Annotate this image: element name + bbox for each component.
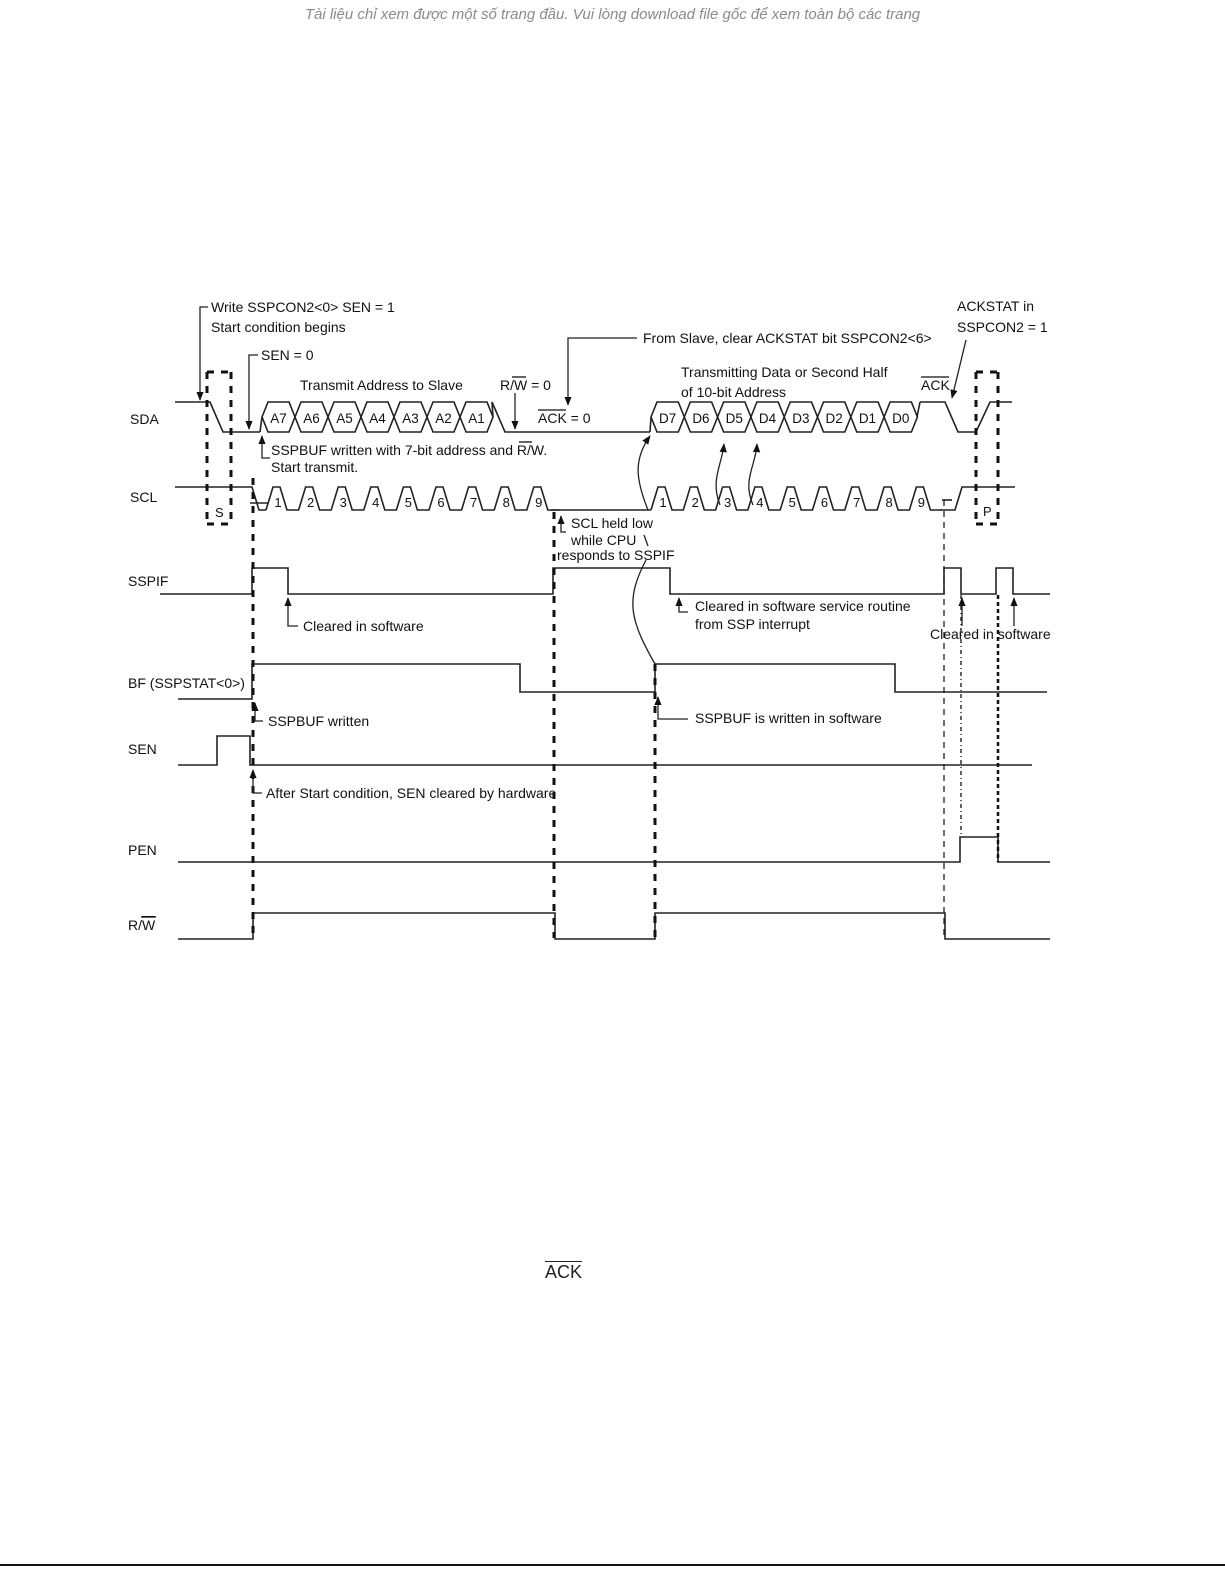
data-bit-label: D7 bbox=[659, 411, 676, 426]
signal-label-sen: SEN bbox=[128, 741, 157, 757]
clock-pulse-number: 6 bbox=[437, 495, 444, 510]
start-marker: S bbox=[215, 505, 224, 520]
annotation-from-slave: From Slave, clear ACKSTAT bit SSPCON2<6> bbox=[564, 330, 932, 406]
sda-waveform: A7 A6 A5 A4 A3 A2 A1 D7 D6 D5 D4 D3 D2 D1 D0 bbox=[175, 401, 1012, 433]
svg-text:SCL held low: SCL held low bbox=[571, 515, 654, 531]
svg-text:After Start condition, SEN cle: After Start condition, SEN cleared by ha… bbox=[266, 785, 556, 801]
clock-pulse-number: 1 bbox=[659, 495, 666, 510]
signal-label-sda: SDA bbox=[130, 411, 159, 427]
annotation-sspif-cleared: Cleared in software bbox=[284, 597, 424, 634]
stop-marker: P bbox=[983, 504, 992, 519]
annotation-scl-held-low: SCL held low while CPU responds to SSPIF bbox=[557, 515, 675, 563]
svg-text:SSPBUF written with 7-bit addr: SSPBUF written with 7-bit address and R/… bbox=[271, 442, 547, 458]
address-bit-label: A6 bbox=[303, 411, 320, 426]
signal-label-bf: BF (SSPSTAT<0>) bbox=[128, 675, 245, 691]
page-bottom-rule bbox=[0, 1564, 1225, 1566]
svg-text:Transmitting Data or Second Ha: Transmitting Data or Second Half bbox=[681, 364, 888, 380]
clock-pulse-number: 4 bbox=[756, 495, 763, 510]
data-bit-label: D6 bbox=[692, 411, 709, 426]
clock-pulse-number: 6 bbox=[821, 495, 828, 510]
annotation-ack-zero: ACK = 0 bbox=[538, 409, 591, 426]
clock-pulse-number: 9 bbox=[535, 495, 542, 510]
clock-pulse-number: 5 bbox=[789, 495, 796, 510]
annotation-sspif-cleared-right: Cleared in software bbox=[930, 597, 1051, 642]
data-bit-label: D2 bbox=[826, 411, 843, 426]
svg-text:ACK = 0: ACK = 0 bbox=[538, 410, 591, 426]
data-bit-label: D0 bbox=[892, 411, 909, 426]
annotation-transmitting-data: Transmitting Data or Second Half of 10-b… bbox=[681, 364, 888, 400]
svg-text:while CPU: while CPU bbox=[570, 532, 636, 548]
preview-notice-banner: Tài liệu chỉ xem được một số trang đầu. … bbox=[304, 6, 921, 23]
stop-condition-box: P bbox=[974, 370, 1000, 526]
address-bit-label: A4 bbox=[369, 411, 386, 426]
svg-text:Cleared in software service ro: Cleared in software service routine bbox=[695, 598, 911, 614]
annotation-sspbuf-7bit: SSPBUF written with 7-bit address and R/… bbox=[258, 435, 547, 475]
annotation-sspif-cleared-service: Cleared in software service routine from… bbox=[675, 597, 911, 632]
clock-pulse-number: 3 bbox=[724, 495, 731, 510]
signal-label-rw: R/W bbox=[128, 916, 156, 933]
address-bit-label: A1 bbox=[468, 411, 485, 426]
clock-pulse-number: 2 bbox=[307, 495, 314, 510]
rw-waveform bbox=[178, 912, 1050, 940]
clock-pulse-number: 8 bbox=[885, 495, 892, 510]
data-bit-label: D1 bbox=[859, 411, 876, 426]
clock-to-data-arrows bbox=[632, 435, 761, 665]
signal-label-sspif: SSPIF bbox=[128, 573, 168, 589]
clock-pulse-number: 7 bbox=[853, 495, 860, 510]
clock-pulse-number: 2 bbox=[692, 495, 699, 510]
data-bit-label: D4 bbox=[759, 411, 777, 426]
footer-ack-label: ACK bbox=[545, 1262, 583, 1282]
svg-text:From Slave, clear ACKSTAT bit: From Slave, clear ACKSTAT bit SSPCON2<6> bbox=[643, 330, 932, 346]
annotation-transmit-address: Transmit Address to Slave bbox=[300, 377, 463, 393]
annotation-rw-zero: R/W = 0 bbox=[500, 376, 551, 430]
svg-text:Start condition begins: Start condition begins bbox=[211, 319, 346, 335]
bf-waveform bbox=[178, 663, 1047, 700]
annotation-ack-high: ACK bbox=[921, 376, 950, 393]
signal-label-pen: PEN bbox=[128, 842, 157, 858]
svg-text:Write SSPCON2<0> SEN = 1: Write SSPCON2<0> SEN = 1 bbox=[211, 299, 395, 315]
sen-waveform bbox=[178, 735, 1032, 766]
annotation-ackstat: ACKSTAT in SSPCON2 = 1 bbox=[950, 298, 1048, 399]
clock-pulse-number: 7 bbox=[470, 495, 477, 510]
annotation-sspbuf-written: SSPBUF written bbox=[251, 702, 369, 729]
annotation-after-start: After Start condition, SEN cleared by ha… bbox=[249, 769, 556, 801]
svg-text:ACK: ACK bbox=[921, 377, 950, 393]
svg-text:Cleared in software: Cleared in software bbox=[930, 626, 1051, 642]
address-bit-label: A5 bbox=[336, 411, 353, 426]
start-condition-box: S bbox=[205, 370, 233, 526]
svg-text:ACKSTAT in: ACKSTAT in bbox=[957, 298, 1034, 314]
svg-text:R/W = 0: R/W = 0 bbox=[500, 377, 551, 393]
address-bit-label: A2 bbox=[435, 411, 452, 426]
annotation-sspbuf-written-sw: SSPBUF is written in software bbox=[654, 696, 882, 726]
address-bit-label: A7 bbox=[270, 411, 287, 426]
svg-text:SSPBUF is written in software: SSPBUF is written in software bbox=[695, 710, 882, 726]
svg-text:SSPBUF written: SSPBUF written bbox=[268, 713, 369, 729]
clock-pulse-number: 5 bbox=[405, 495, 412, 510]
annotation-write-sen: Write SSPCON2<0> SEN = 1 Start condition… bbox=[196, 299, 395, 401]
annotation-sen-zero: SEN = 0 bbox=[245, 347, 314, 430]
clock-pulse-number: 3 bbox=[340, 495, 347, 510]
svg-text:SEN = 0: SEN = 0 bbox=[261, 347, 314, 363]
svg-text:Start transmit.: Start transmit. bbox=[271, 459, 358, 475]
svg-text:responds to SSPIF: responds to SSPIF bbox=[557, 547, 675, 563]
sspif-waveform bbox=[160, 567, 1050, 595]
svg-text:SSPCON2 = 1: SSPCON2 = 1 bbox=[957, 319, 1048, 335]
scl-waveform: 1 2 3 4 5 6 7 8 9 1 2 3 4 5 6 7 8 9 bbox=[175, 486, 1015, 511]
clock-pulses bbox=[650, 486, 942, 511]
svg-text:from SSP interrupt: from SSP interrupt bbox=[695, 616, 810, 632]
pen-waveform bbox=[178, 836, 1050, 863]
clock-pulse-number: 8 bbox=[503, 495, 510, 510]
svg-text:R/W: R/W bbox=[128, 917, 156, 933]
svg-text:Cleared in software: Cleared in software bbox=[303, 618, 424, 634]
clock-pulse-number: 1 bbox=[274, 495, 281, 510]
address-bit-label: A3 bbox=[402, 411, 419, 426]
data-bit-label: D3 bbox=[792, 411, 809, 426]
signal-label-scl: SCL bbox=[130, 489, 157, 505]
svg-text:of 10-bit Address: of 10-bit Address bbox=[681, 384, 786, 400]
clock-pulse-number: 4 bbox=[372, 495, 379, 510]
clock-pulse-number: 9 bbox=[918, 495, 925, 510]
data-bit-label: D5 bbox=[726, 411, 743, 426]
clock-pulses bbox=[265, 486, 560, 511]
